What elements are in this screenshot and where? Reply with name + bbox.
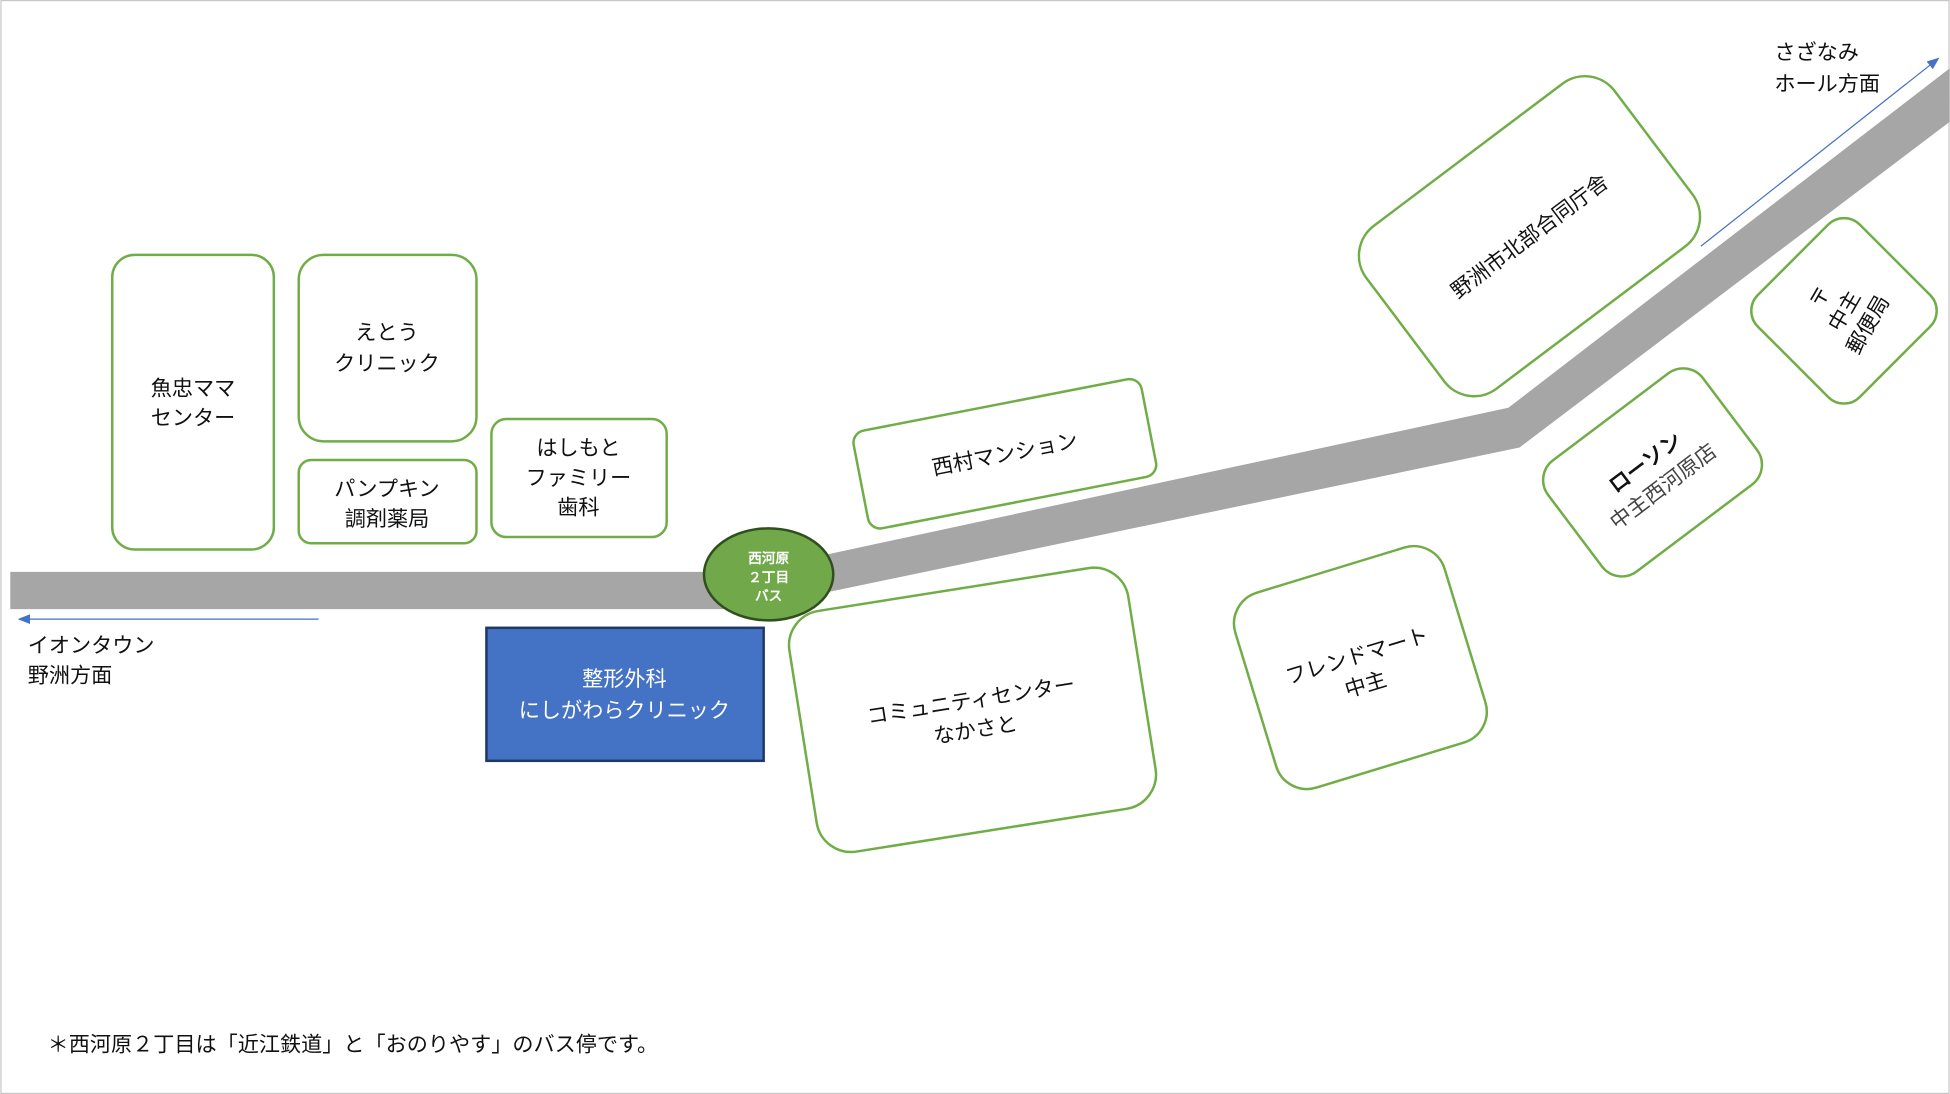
map-label: ファミリー	[526, 465, 632, 490]
building-friend-mart: フレンドマート 中主	[1232, 544, 1489, 791]
building-eto-clinic: えとう クリニック	[297, 253, 478, 443]
building-hashimoto-dental: はしもと ファミリー 歯科	[490, 417, 668, 539]
map-label: はしもと	[536, 435, 620, 460]
bus-stop-nishigawara-2chome: 西河原 ２丁目 バス	[702, 527, 835, 622]
arrow-northeast-icon	[1700, 57, 1940, 247]
map-label: 調剤薬局	[345, 506, 430, 531]
map-label: 西河原	[748, 550, 789, 567]
building-lawson: ローソン 中主西河原店	[1541, 367, 1764, 578]
map-label: 歯科	[557, 495, 599, 520]
map-shape	[702, 527, 835, 622]
footnote: ＊西河原２丁目は「近江鉄道」と「おのりやす」のバス停です。	[48, 1032, 659, 1057]
map-shape	[787, 566, 1158, 854]
map-shape	[1750, 216, 1938, 405]
map-label: にしがわらクリニック	[519, 697, 730, 722]
map-label: 魚忠ママ	[151, 375, 236, 400]
building-nishimura-mansion: 西村マンション	[852, 377, 1158, 530]
direction-west-line2: 野洲方面	[28, 663, 113, 688]
map-shape	[1541, 367, 1764, 578]
map-shape	[852, 377, 1158, 530]
map-shape	[1232, 544, 1489, 791]
map-label: パンプキン	[334, 476, 439, 501]
map-shape	[110, 253, 276, 551]
map-label: ２丁目	[748, 570, 789, 586]
road-east	[746, 68, 1950, 610]
map-label: えとう	[355, 319, 418, 344]
road-west	[10, 571, 757, 610]
building-uotada: 魚忠ママ センター	[110, 253, 276, 551]
map-label: センター	[151, 405, 236, 430]
map-label: 整形外科	[582, 666, 667, 691]
direction-east-line2: ホール方面	[1774, 71, 1880, 96]
map-label: クリニック	[334, 350, 440, 375]
map-shape	[297, 253, 478, 443]
map-shape	[1357, 74, 1702, 398]
map-label: バス	[755, 588, 782, 604]
building-government-office: 野洲市北部合同庁舎	[1357, 74, 1702, 398]
map-shape	[485, 626, 765, 763]
direction-east-line1: さざなみ	[1774, 40, 1859, 65]
map-shape	[297, 458, 478, 545]
clinic-nishigawara: 整形外科 にしがわらクリニック	[485, 626, 765, 763]
map-shape	[490, 417, 668, 539]
building-community-center: コミュニティセンター なかさと	[787, 566, 1158, 854]
building-post-office: 〒 中主 郵便局	[1750, 216, 1938, 405]
direction-west-line1: イオンタウン	[28, 633, 155, 658]
building-pumpkin-pharmacy: パンプキン 調剤薬局	[297, 458, 478, 545]
